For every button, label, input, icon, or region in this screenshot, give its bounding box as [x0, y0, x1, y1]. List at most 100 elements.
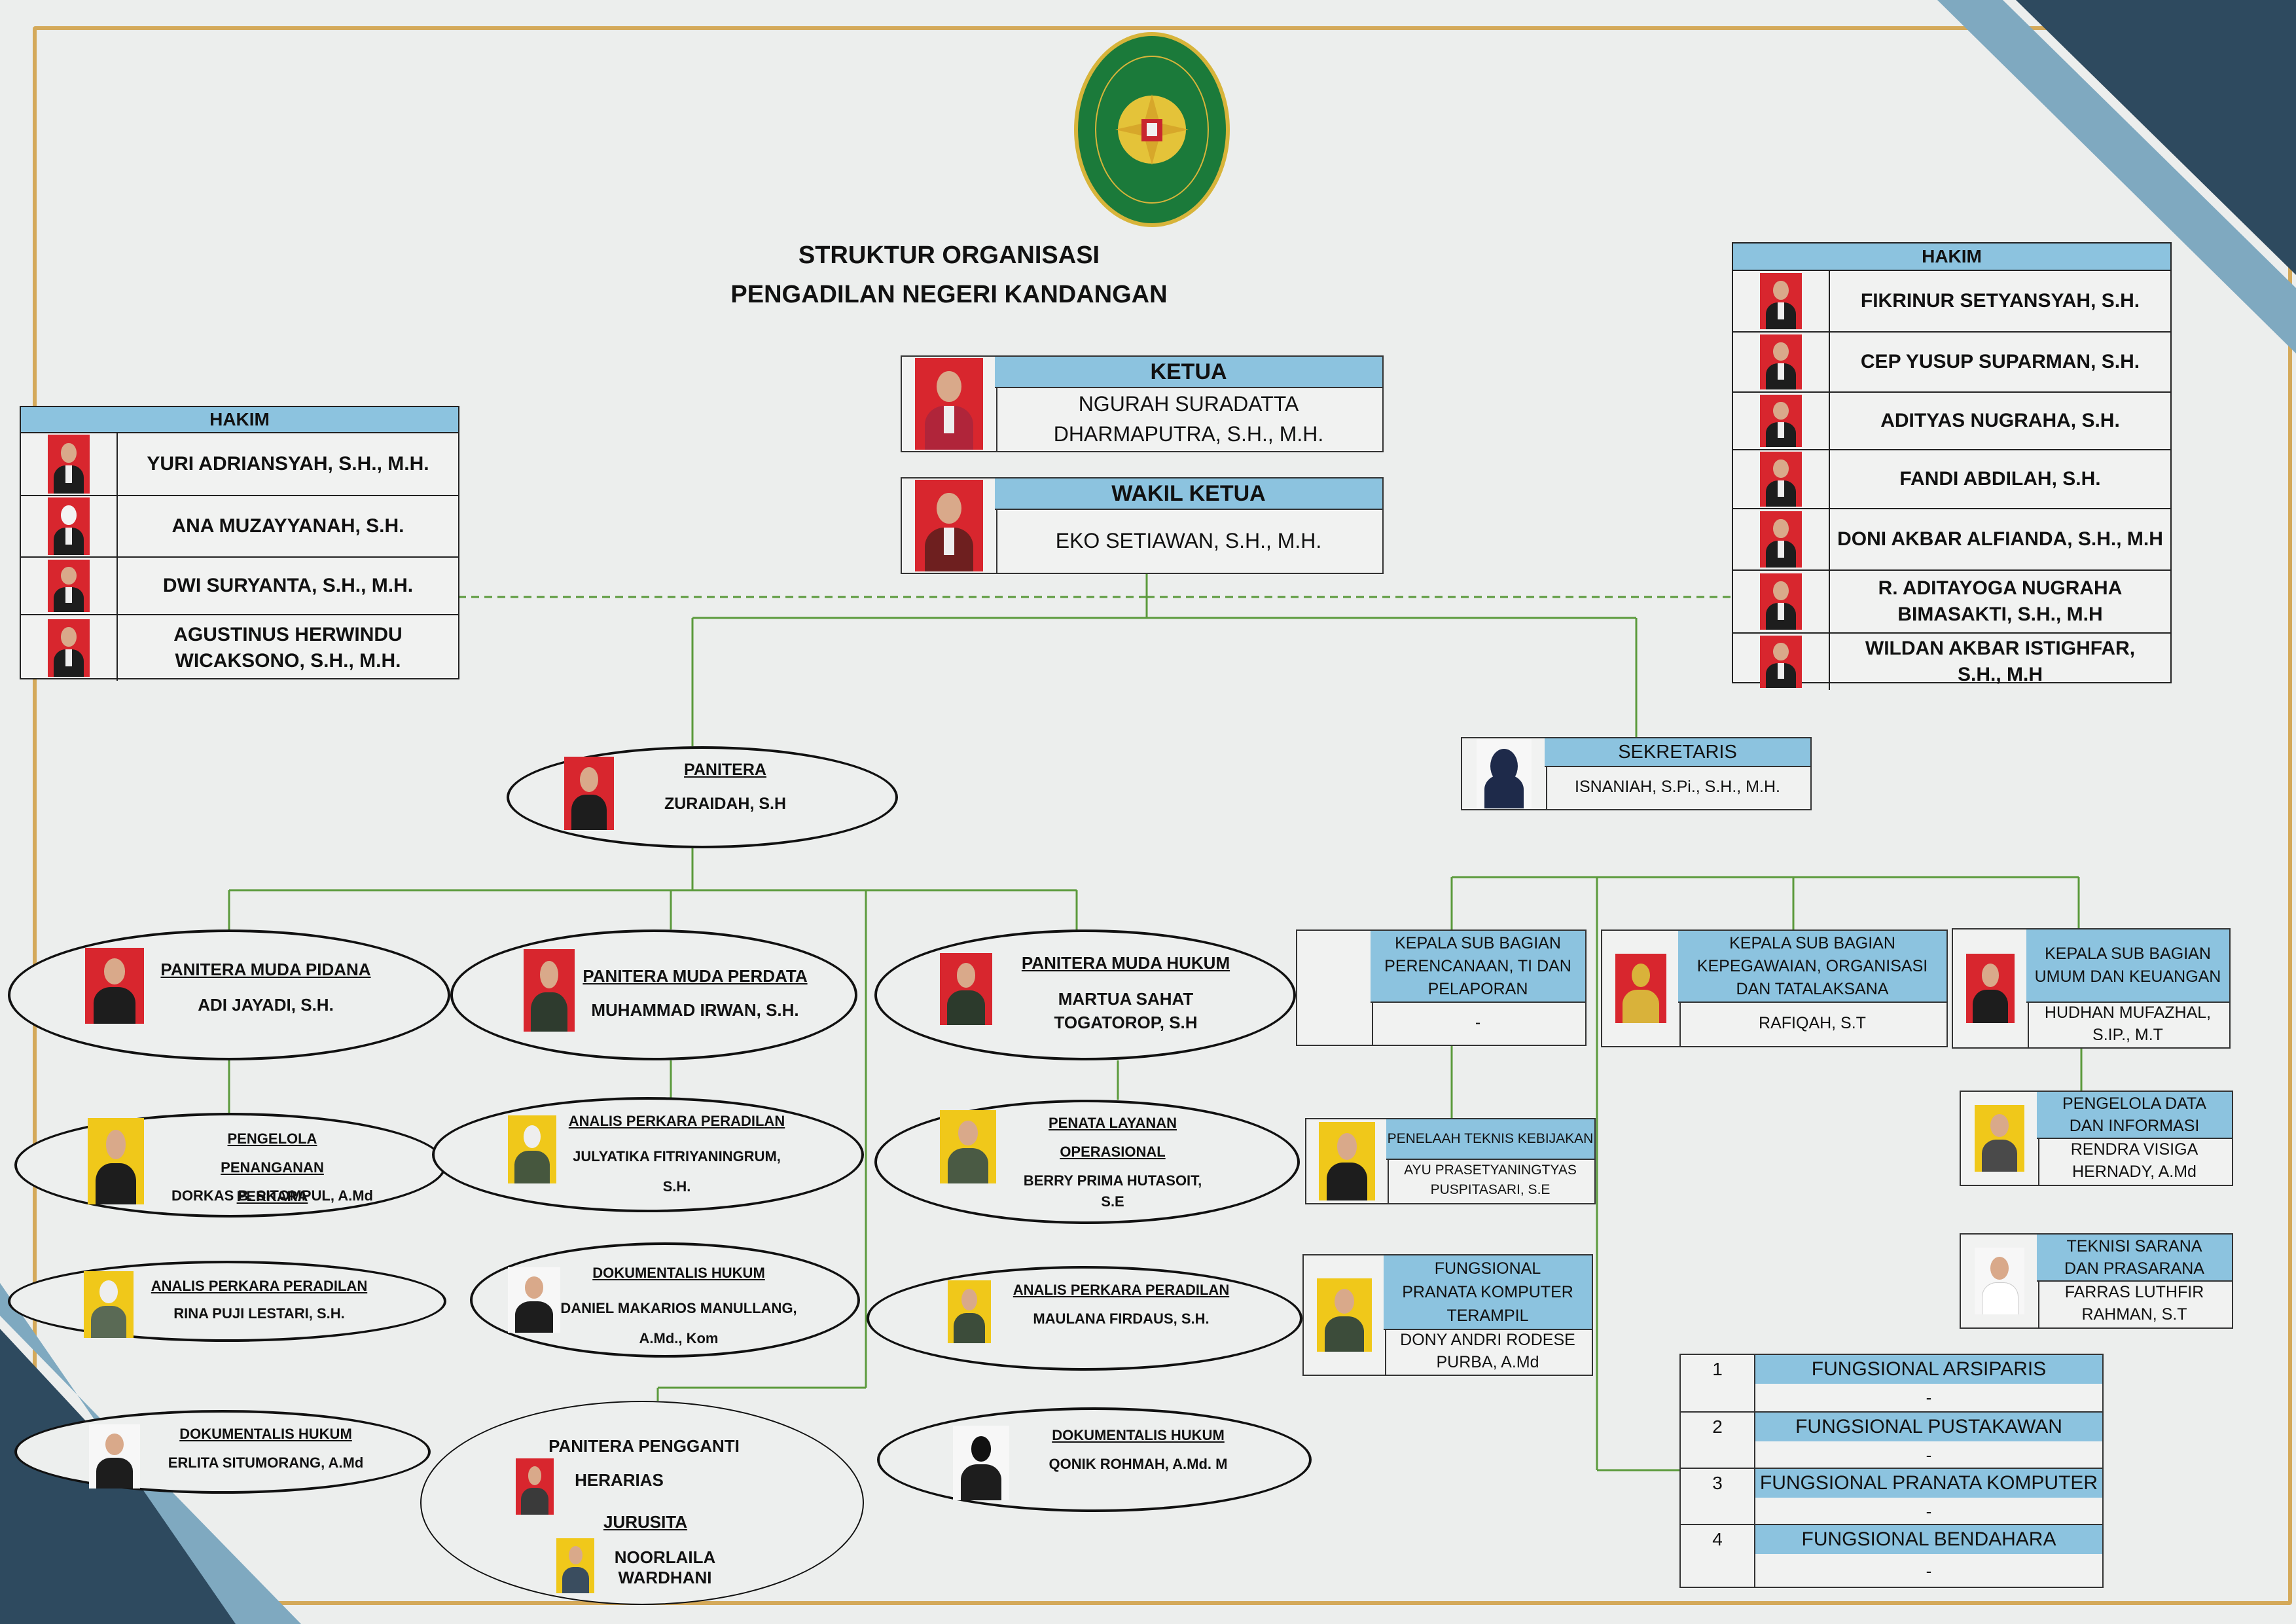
penata-layanan-operasional: PENATA LAYANAN OPERASIONAL BERRY PRIMA H…	[874, 1100, 1300, 1224]
ketua-header: KETUA	[995, 357, 1382, 388]
judge-photo	[48, 619, 90, 677]
panitera-name: ZURAIDAH, S.H	[664, 795, 787, 813]
sekretaris-header: SEKRETARIS	[1545, 738, 1810, 767]
judge-photo	[1760, 395, 1802, 447]
row-number: 1	[1681, 1355, 1755, 1411]
table-row: 1 FUNGSIONAL ARSIPARIS -	[1681, 1355, 2102, 1411]
table-row: ADITYAS NUGRAHA, S.H.	[1733, 393, 2170, 450]
penelaah-teknis: PENELAAH TEKNIS KEBIJAKAN AYU PRASETYANI…	[1305, 1118, 1596, 1204]
staff-photo	[1319, 1122, 1375, 1200]
judge-photo	[1760, 334, 1802, 389]
role-title: ANALIS PERKARA PERADILAN	[568, 1113, 785, 1129]
table-row: DWI SURYANTA, S.H., M.H.	[21, 558, 458, 615]
hakim-name: DWI SURYANTA, S.H., M.H.	[162, 575, 414, 596]
analis-perkara-peradilan-3: ANALIS PERKARA PERADILAN MAULANA FIRDAUS…	[867, 1266, 1302, 1371]
role-title: KEPALA SUB BAGIAN KEPEGAWAIAN, ORGANISAS…	[1678, 931, 1946, 1003]
person-name: MARTUA SAHAT TOGATOROP, S.H	[1054, 989, 1198, 1032]
hakim-name: R. ADITAYOGA NUGRAHA BIMASAKTI, S.H., M.…	[1878, 577, 2123, 625]
staff-photo	[516, 1458, 554, 1515]
sekretaris-box: SEKRETARIS ISNANIAH, S.Pi., S.H., M.H.	[1461, 737, 1812, 810]
pengelola-penanganan-perkara: PENGELOLA PENANGANAN PERKARA DORKAS B. S…	[14, 1113, 446, 1218]
role-title: ANALIS PERKARA PERADILAN	[1013, 1282, 1230, 1298]
judge-photo	[48, 560, 90, 612]
subbag-perencanaan: KEPALA SUB BAGIAN PERENCANAAN, TI DAN PE…	[1296, 929, 1587, 1046]
hakim-name: FANDI ABDILAH, S.H.	[1899, 468, 2101, 490]
hakim-name: YURI ADRIANSYAH, S.H., M.H.	[147, 453, 429, 475]
ketua-photo	[915, 358, 983, 450]
ketua-name: NGURAH SURADATTA DHARMAPUTRA, S.H., M.H.	[1053, 392, 1324, 446]
staff-photo	[84, 1271, 134, 1338]
staff-photo	[1966, 954, 2015, 1023]
table-row: 3 FUNGSIONAL PRANATA KOMPUTER -	[1681, 1468, 2102, 1525]
teknisi-sarana-prasarana: TEKNISI SARANA DAN PRASARANA FARRAS LUTH…	[1960, 1233, 2233, 1329]
hakim-name: ANA MUZAYYANAH, S.H.	[171, 515, 404, 537]
person-name: HUDHAN MUFAZHAL, S.IP., M.T	[2044, 1003, 2212, 1044]
table-row: R. ADITAYOGA NUGRAHA BIMASAKTI, S.H., M.…	[1733, 571, 2170, 634]
panitera-photo	[564, 757, 614, 830]
staff-photo	[948, 1280, 991, 1343]
sekretaris-name: ISNANIAH, S.Pi., S.H., M.H.	[1575, 777, 1780, 796]
staff-photo	[940, 953, 992, 1025]
hakim-left-header: HAKIM	[21, 407, 458, 433]
jurusita-title: JURUSITA	[603, 1512, 688, 1532]
ketua-box: KETUA NGURAH SURADATTA DHARMAPUTRA, S.H.…	[901, 355, 1384, 452]
subbag-kepegawaian: KEPALA SUB BAGIAN KEPEGAWAIAN, ORGANISAS…	[1601, 929, 1948, 1047]
fungsional-value: -	[1926, 1445, 1932, 1465]
staff-photo	[88, 1118, 144, 1204]
pengganti-name: HERARIAS	[575, 1470, 664, 1490]
panitera-muda-perdata: PANITERA MUDA PERDATA MUHAMMAD IRWAN, S.…	[450, 929, 857, 1060]
role-title: PENELAAH TEKNIS KEBIJAKAN	[1386, 1119, 1594, 1160]
person-name: -	[1475, 1013, 1481, 1032]
hakim-name: ADITYAS NUGRAHA, S.H.	[1880, 410, 2120, 431]
analis-perkara-peradilan-2: ANALIS PERKARA PERADILAN JULYATIKA FITRI…	[432, 1097, 864, 1212]
table-row: AGUSTINUS HERWINDU WICAKSONO, S.H., M.H.	[21, 615, 458, 681]
person-name: FARRAS LUTHFIR RAHMAN, S.T	[2064, 1283, 2204, 1324]
staff-photo	[508, 1267, 560, 1333]
row-number: 3	[1681, 1469, 1755, 1525]
hakim-name: DONI AKBAR ALFIANDA, S.H., M.H	[1837, 528, 2163, 550]
role-title: DOKUMENTALIS HUKUM	[1052, 1427, 1225, 1443]
role-title: KEPALA SUB BAGIAN PERENCANAAN, TI DAN PE…	[1371, 931, 1585, 1003]
title-line2: PENGADILAN NEGERI KANDANGAN	[730, 281, 1168, 308]
sekretaris-photo	[1477, 739, 1532, 808]
staff-photo	[85, 948, 144, 1024]
person-name: RINA PUJI LESTARI, S.H.	[173, 1305, 345, 1322]
fungsional-title: FUNGSIONAL ARSIPARIS	[1755, 1355, 2102, 1384]
empty-photo	[1297, 931, 1373, 1045]
person-name: DORKAS B. SITOMPUL, A.Md	[171, 1187, 373, 1204]
wakil-ketua-header: WAKIL KETUA	[995, 478, 1382, 510]
fungsional-value: -	[1926, 1388, 1932, 1407]
fungsional-title: FUNGSIONAL PRANATA KOMPUTER	[1755, 1469, 2102, 1498]
hakim-name: AGUSTINUS HERWINDU WICAKSONO, S.H., M.H.	[173, 624, 403, 672]
staff-photo	[1615, 954, 1666, 1023]
role-title: PENGELOLA DATA DAN INFORMASI	[2037, 1092, 2232, 1139]
panitera-muda-hukum: PANITERA MUDA HUKUM MARTUA SAHAT TOGATOR…	[874, 929, 1296, 1060]
table-row: ANA MUZAYYANAH, S.H.	[21, 496, 458, 558]
hakim-right-header: HAKIM	[1733, 244, 2170, 271]
role-title: PENATA LAYANAN OPERASIONAL	[1049, 1115, 1177, 1160]
row-number: 4	[1681, 1525, 1755, 1588]
hakim-name: CEP YUSUP SUPARMAN, S.H.	[1860, 351, 2140, 372]
person-name: QONIK ROHMAH, A.Md. M	[1049, 1456, 1228, 1472]
judge-photo	[48, 435, 90, 494]
table-row: CEP YUSUP SUPARMAN, S.H.	[1733, 333, 2170, 393]
panitera-ellipse: PANITERA ZURAIDAH, S.H	[507, 746, 898, 848]
subbag-umum-keuangan: KEPALA SUB BAGIAN UMUM DAN KEUANGAN HUDH…	[1952, 928, 2231, 1049]
person-name: RAFIQAH, S.T	[1759, 1013, 1866, 1032]
judge-photo	[1760, 573, 1802, 630]
hakim-left-table: HAKIM YURI ADRIANSYAH, S.H., M.H. ANA MU…	[20, 406, 459, 681]
dokumentalis-hukum-3: DOKUMENTALIS HUKUM QONIK ROHMAH, A.Md. M	[877, 1407, 1312, 1512]
table-row: WILDAN AKBAR ISTIGHFAR, S.H., M.H	[1733, 634, 2170, 690]
role-title: PENGELOLA PENANGANAN PERKARA	[221, 1130, 324, 1204]
title-line1: STRUKTUR ORGANISASI	[798, 242, 1100, 269]
staff-photo	[1317, 1278, 1372, 1352]
fungsional-value: -	[1926, 1561, 1932, 1581]
staff-photo	[524, 949, 575, 1032]
table-row: YURI ADRIANSYAH, S.H., M.H.	[21, 433, 458, 496]
fungsional-title: FUNGSIONAL PUSTAKAWAN	[1755, 1413, 2102, 1441]
panitera-title: PANITERA	[684, 761, 766, 779]
court-emblem-icon	[1073, 31, 1230, 228]
person-name: MAULANA FIRDAUS, S.H.	[1033, 1310, 1210, 1327]
role-title: PANITERA MUDA PIDANA	[160, 960, 371, 979]
